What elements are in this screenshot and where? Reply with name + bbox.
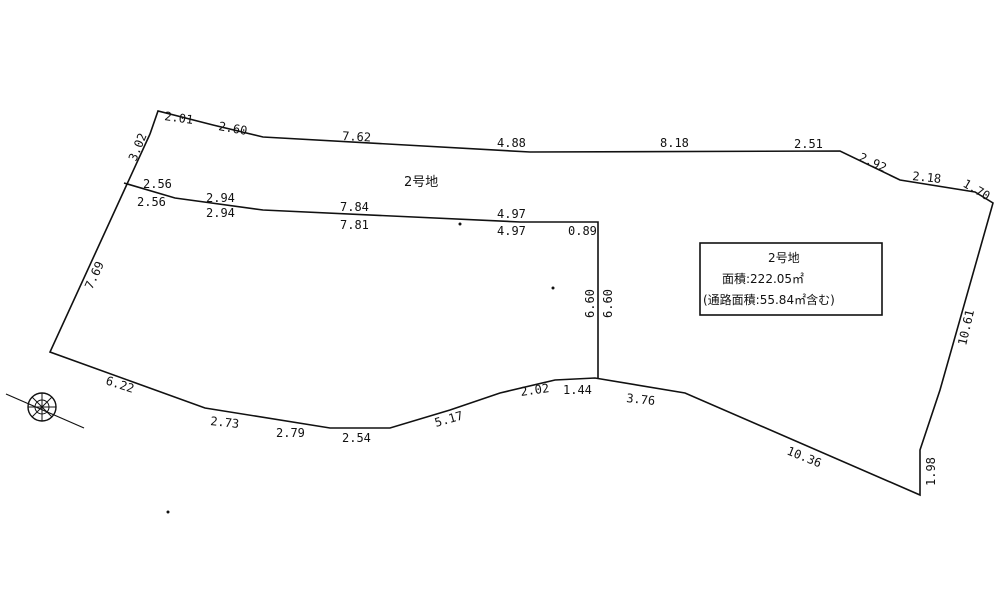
dimension-label: 2.51 xyxy=(794,137,823,151)
dimension-label: 1.98 xyxy=(924,457,938,486)
dimension-label: 2.56 xyxy=(143,177,172,191)
dimension-label: 2.92 xyxy=(857,150,889,175)
dimension-label: 4.97 xyxy=(497,224,526,238)
dimension-label: 3.02 xyxy=(126,131,150,163)
dimension-label: 10.36 xyxy=(785,444,824,471)
dimension-label: 2.94 xyxy=(206,206,235,220)
dimension-label: 6.60 xyxy=(601,289,615,318)
dimension-label: 7.69 xyxy=(82,259,107,291)
dimension-label: 2.56 xyxy=(137,195,166,209)
road-boundary-line xyxy=(123,182,599,378)
dimension-label: 2.94 xyxy=(206,191,235,205)
dimension-label: 7.84 xyxy=(340,200,369,214)
dimension-label: 4.88 xyxy=(497,136,526,150)
info-box-area: 面積:222.05㎡ xyxy=(722,271,804,286)
survey-dot xyxy=(551,286,555,290)
lot-outer-boundary xyxy=(48,110,994,497)
info-box: 2号地 面積:222.05㎡ (通路面積:55.84㎡含む) xyxy=(699,242,883,316)
dimension-label: 2.54 xyxy=(342,431,371,445)
dimension-label: 1.44 xyxy=(563,383,592,397)
info-box-road-area: (通路面積:55.84㎡含む) xyxy=(703,292,835,307)
survey-dot xyxy=(166,510,170,514)
dimension-label: 7.62 xyxy=(342,129,372,144)
dimension-label: 6.60 xyxy=(583,289,597,318)
dimension-label: 8.18 xyxy=(660,136,689,150)
dimension-label: 2.60 xyxy=(217,119,248,138)
dimension-label: 3.76 xyxy=(626,391,656,408)
compass-icon xyxy=(5,392,85,429)
dimension-label: 7.81 xyxy=(340,218,369,232)
dimension-label: 2.01 xyxy=(164,109,195,127)
dimension-label: 2.02 xyxy=(519,381,550,399)
dimension-label: 2.79 xyxy=(276,426,305,440)
dimension-label: 1.70 xyxy=(961,176,993,203)
dimension-label: 6.22 xyxy=(104,374,136,396)
dimension-label: 0.89 xyxy=(568,224,597,238)
dimension-label: 2.73 xyxy=(210,414,240,431)
info-box-title: 2号地 xyxy=(768,251,800,265)
dimension-label: 5.17 xyxy=(433,408,465,429)
lot-label: 2号地 xyxy=(404,175,438,190)
dimension-label: 10.61 xyxy=(955,308,977,346)
dimension-label: 2.18 xyxy=(912,169,942,186)
dimension-label: 4.97 xyxy=(497,207,526,221)
survey-dot xyxy=(458,222,462,226)
